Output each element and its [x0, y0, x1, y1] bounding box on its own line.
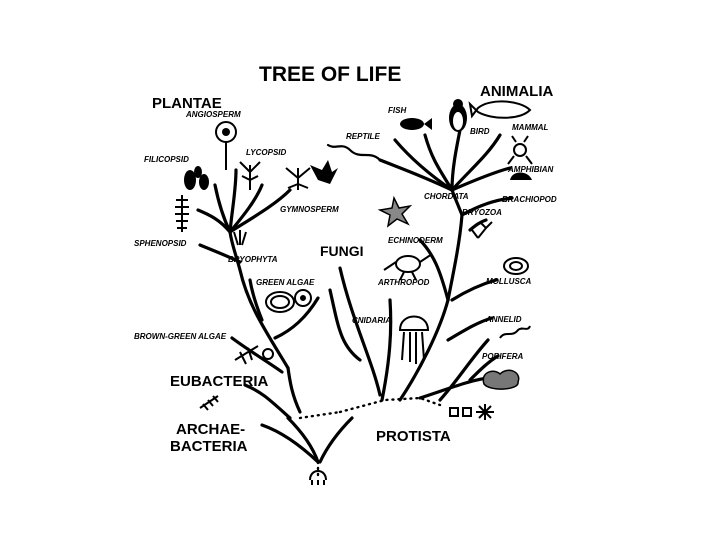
echinoderm-starfish-icon	[380, 198, 410, 226]
angiosperm-flower-icon	[216, 122, 236, 170]
group-label-bryozoa: BRYOZOA	[462, 208, 502, 217]
kingdom-label-archaebacteria-line1: ARCHAE-	[176, 421, 245, 438]
filicopsid-fern-icon	[184, 166, 209, 190]
cycad-icon	[310, 160, 338, 184]
kingdom-label-animalia: ANIMALIA	[480, 83, 553, 100]
sphenopsid-horsetail-icon	[175, 195, 189, 232]
bird-penguin-icon	[449, 99, 467, 132]
annelid-worm-icon	[500, 326, 530, 338]
diagram-title: TREE OF LIFE	[259, 63, 401, 86]
group-label-angiosperm: ANGIOSPERM	[185, 110, 241, 119]
group-label-green-algae: GREEN ALGAE	[256, 278, 315, 287]
group-label-filicopsid: FILICOPSID	[144, 155, 189, 164]
group-label-chordata: CHORDATA	[424, 192, 469, 201]
arthropod-lobster-icon	[384, 254, 432, 280]
protista-cells-icon	[450, 404, 494, 420]
mammal-whale-icon	[470, 101, 530, 117]
porifera-sponge-icon	[483, 370, 518, 389]
group-label-porifera: PORIFERA	[482, 352, 524, 361]
group-label-gymnosperm: GYMNOSPERM	[280, 205, 339, 214]
group-label-fish: FISH	[388, 106, 406, 115]
cnidaria-jellyfish-icon	[400, 317, 428, 365]
group-label-lycopsid: LYCOPSID	[246, 148, 287, 157]
kingdom-label-archaebacteria-line2: BACTERIA	[170, 438, 248, 455]
group-label-echinoderm: ECHINODERM	[388, 236, 443, 245]
group-label-brachiopod: BRACHIOPOD	[502, 195, 557, 204]
lycopsid-plant-icon	[240, 162, 260, 190]
group-label-reptile: REPTILE	[346, 132, 380, 141]
group-label-mammal: MAMMAL	[512, 123, 549, 132]
kingdom-label-fungi: FUNGI	[320, 243, 364, 259]
fish-icon	[400, 118, 432, 130]
group-label-cnidaria: CNIDARIA	[352, 316, 391, 325]
group-label-bird: BIRD	[470, 127, 490, 136]
group-label-amphibian: AMPHIBIAN	[507, 165, 554, 174]
labels: TREE OF LIFE PLANTAE ANIMALIA FUNGI EUBA…	[134, 63, 557, 455]
group-label-annelid: ANNELID	[485, 315, 522, 324]
group-label-arthropod: ARTHROPOD	[377, 278, 430, 287]
kingdom-label-protista: PROTISTA	[376, 428, 451, 445]
green-algae-cells-icon	[266, 290, 311, 312]
gymnosperm-plant-icon	[286, 168, 310, 190]
kingdom-label-eubacteria: EUBACTERIA	[170, 373, 269, 390]
group-label-sphenopsid: SPHENOPSID	[134, 239, 187, 248]
group-label-brown-green-algae: BROWN-GREEN ALGAE	[134, 332, 227, 341]
amphibian-frog-icon	[508, 136, 532, 164]
mollusca-snail-icon	[504, 258, 528, 274]
bryophyta-moss-icon	[234, 230, 246, 245]
eubacteria-cell-icon	[200, 396, 218, 410]
group-label-mollusca: MOLLUSCA	[486, 277, 532, 286]
group-label-bryophyta: BRYOPHYTA	[228, 255, 278, 264]
